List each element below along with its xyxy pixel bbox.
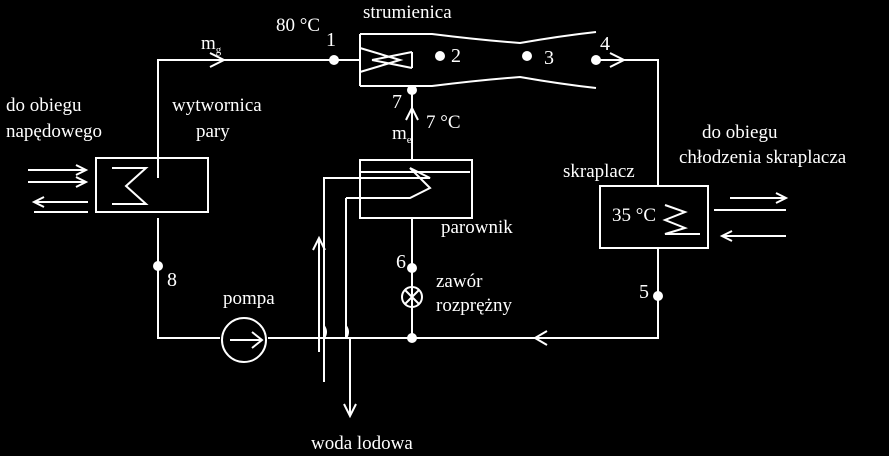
generator-box — [28, 157, 209, 213]
ejector-shape — [359, 31, 597, 89]
point-1-dot — [329, 55, 339, 65]
junction-valve-dot — [407, 333, 417, 343]
entrained-mass-flow-label: me — [392, 124, 412, 150]
valve-label-2: rozprężny — [436, 295, 512, 316]
ejector-label: strumienica — [363, 2, 452, 23]
generator-label-2: pary — [196, 121, 230, 142]
point-3-label: 3 — [544, 47, 554, 69]
flow-arrow-condensate — [533, 330, 548, 346]
point-3-dot — [522, 51, 532, 61]
pipe-generator-to-ejector — [157, 59, 360, 178]
drive-circuit-label-2: napędowego — [6, 121, 103, 142]
cooling-circuit-label-1: do obiegu — [702, 122, 778, 143]
valve-label-1: zawór — [436, 271, 483, 292]
entrained-mass-flow-subscript: e — [406, 134, 412, 146]
cooling-circuit-label-2: chłodzenia skraplacza — [679, 147, 847, 168]
generator-label-1: wytwornica — [172, 95, 262, 116]
pipe-ejector-to-condenser — [596, 59, 659, 185]
point-7-label: 7 — [392, 91, 402, 113]
point-5-label: 5 — [639, 281, 649, 303]
point-6-label: 6 — [396, 251, 406, 273]
point-1-label: 1 — [326, 29, 336, 51]
point-2-dot — [435, 51, 445, 61]
motive-mass-flow-label: mg — [201, 34, 221, 60]
chilled-water-jumps — [323, 325, 349, 339]
point-4-dot — [591, 55, 601, 65]
point-5-dot — [653, 291, 663, 301]
chilled-water-up-arrow — [312, 235, 326, 352]
point-2-label: 2 — [451, 45, 461, 67]
expansion-valve — [401, 286, 423, 308]
condenser-box — [599, 185, 789, 249]
evaporator-label: parownik — [441, 217, 513, 238]
flow-arrow-me — [405, 105, 419, 121]
point-7-dot — [407, 85, 417, 95]
evaporator-temperature: 7 °C — [426, 112, 461, 133]
generator-temperature: 80 °C — [276, 15, 321, 36]
point-4-label: 4 — [600, 33, 610, 55]
entrained-mass-flow-symbol: m — [392, 123, 407, 144]
pipe-condenser-to-bottom — [268, 248, 659, 339]
drive-circuit-label-1: do obiegu — [6, 95, 82, 116]
point-6-dot — [407, 263, 417, 273]
chilled-water-down-arrow — [343, 338, 357, 419]
condenser-label: skraplacz — [563, 161, 635, 182]
condenser-temperature: 35 °C — [612, 205, 657, 226]
evaporator-box — [323, 159, 473, 382]
motive-mass-flow-symbol: m — [201, 33, 216, 54]
flow-arrow-mg — [209, 52, 227, 68]
point-8-label: 8 — [167, 269, 177, 291]
motive-mass-flow-subscript: g — [215, 44, 222, 56]
point-8-dot — [153, 261, 163, 271]
chilled-water-label: woda lodowa — [311, 433, 413, 454]
flow-arrow-point4 — [609, 52, 627, 68]
pipe-pump-to-generator — [157, 218, 220, 339]
pump — [221, 317, 267, 363]
pump-label: pompa — [223, 288, 275, 309]
